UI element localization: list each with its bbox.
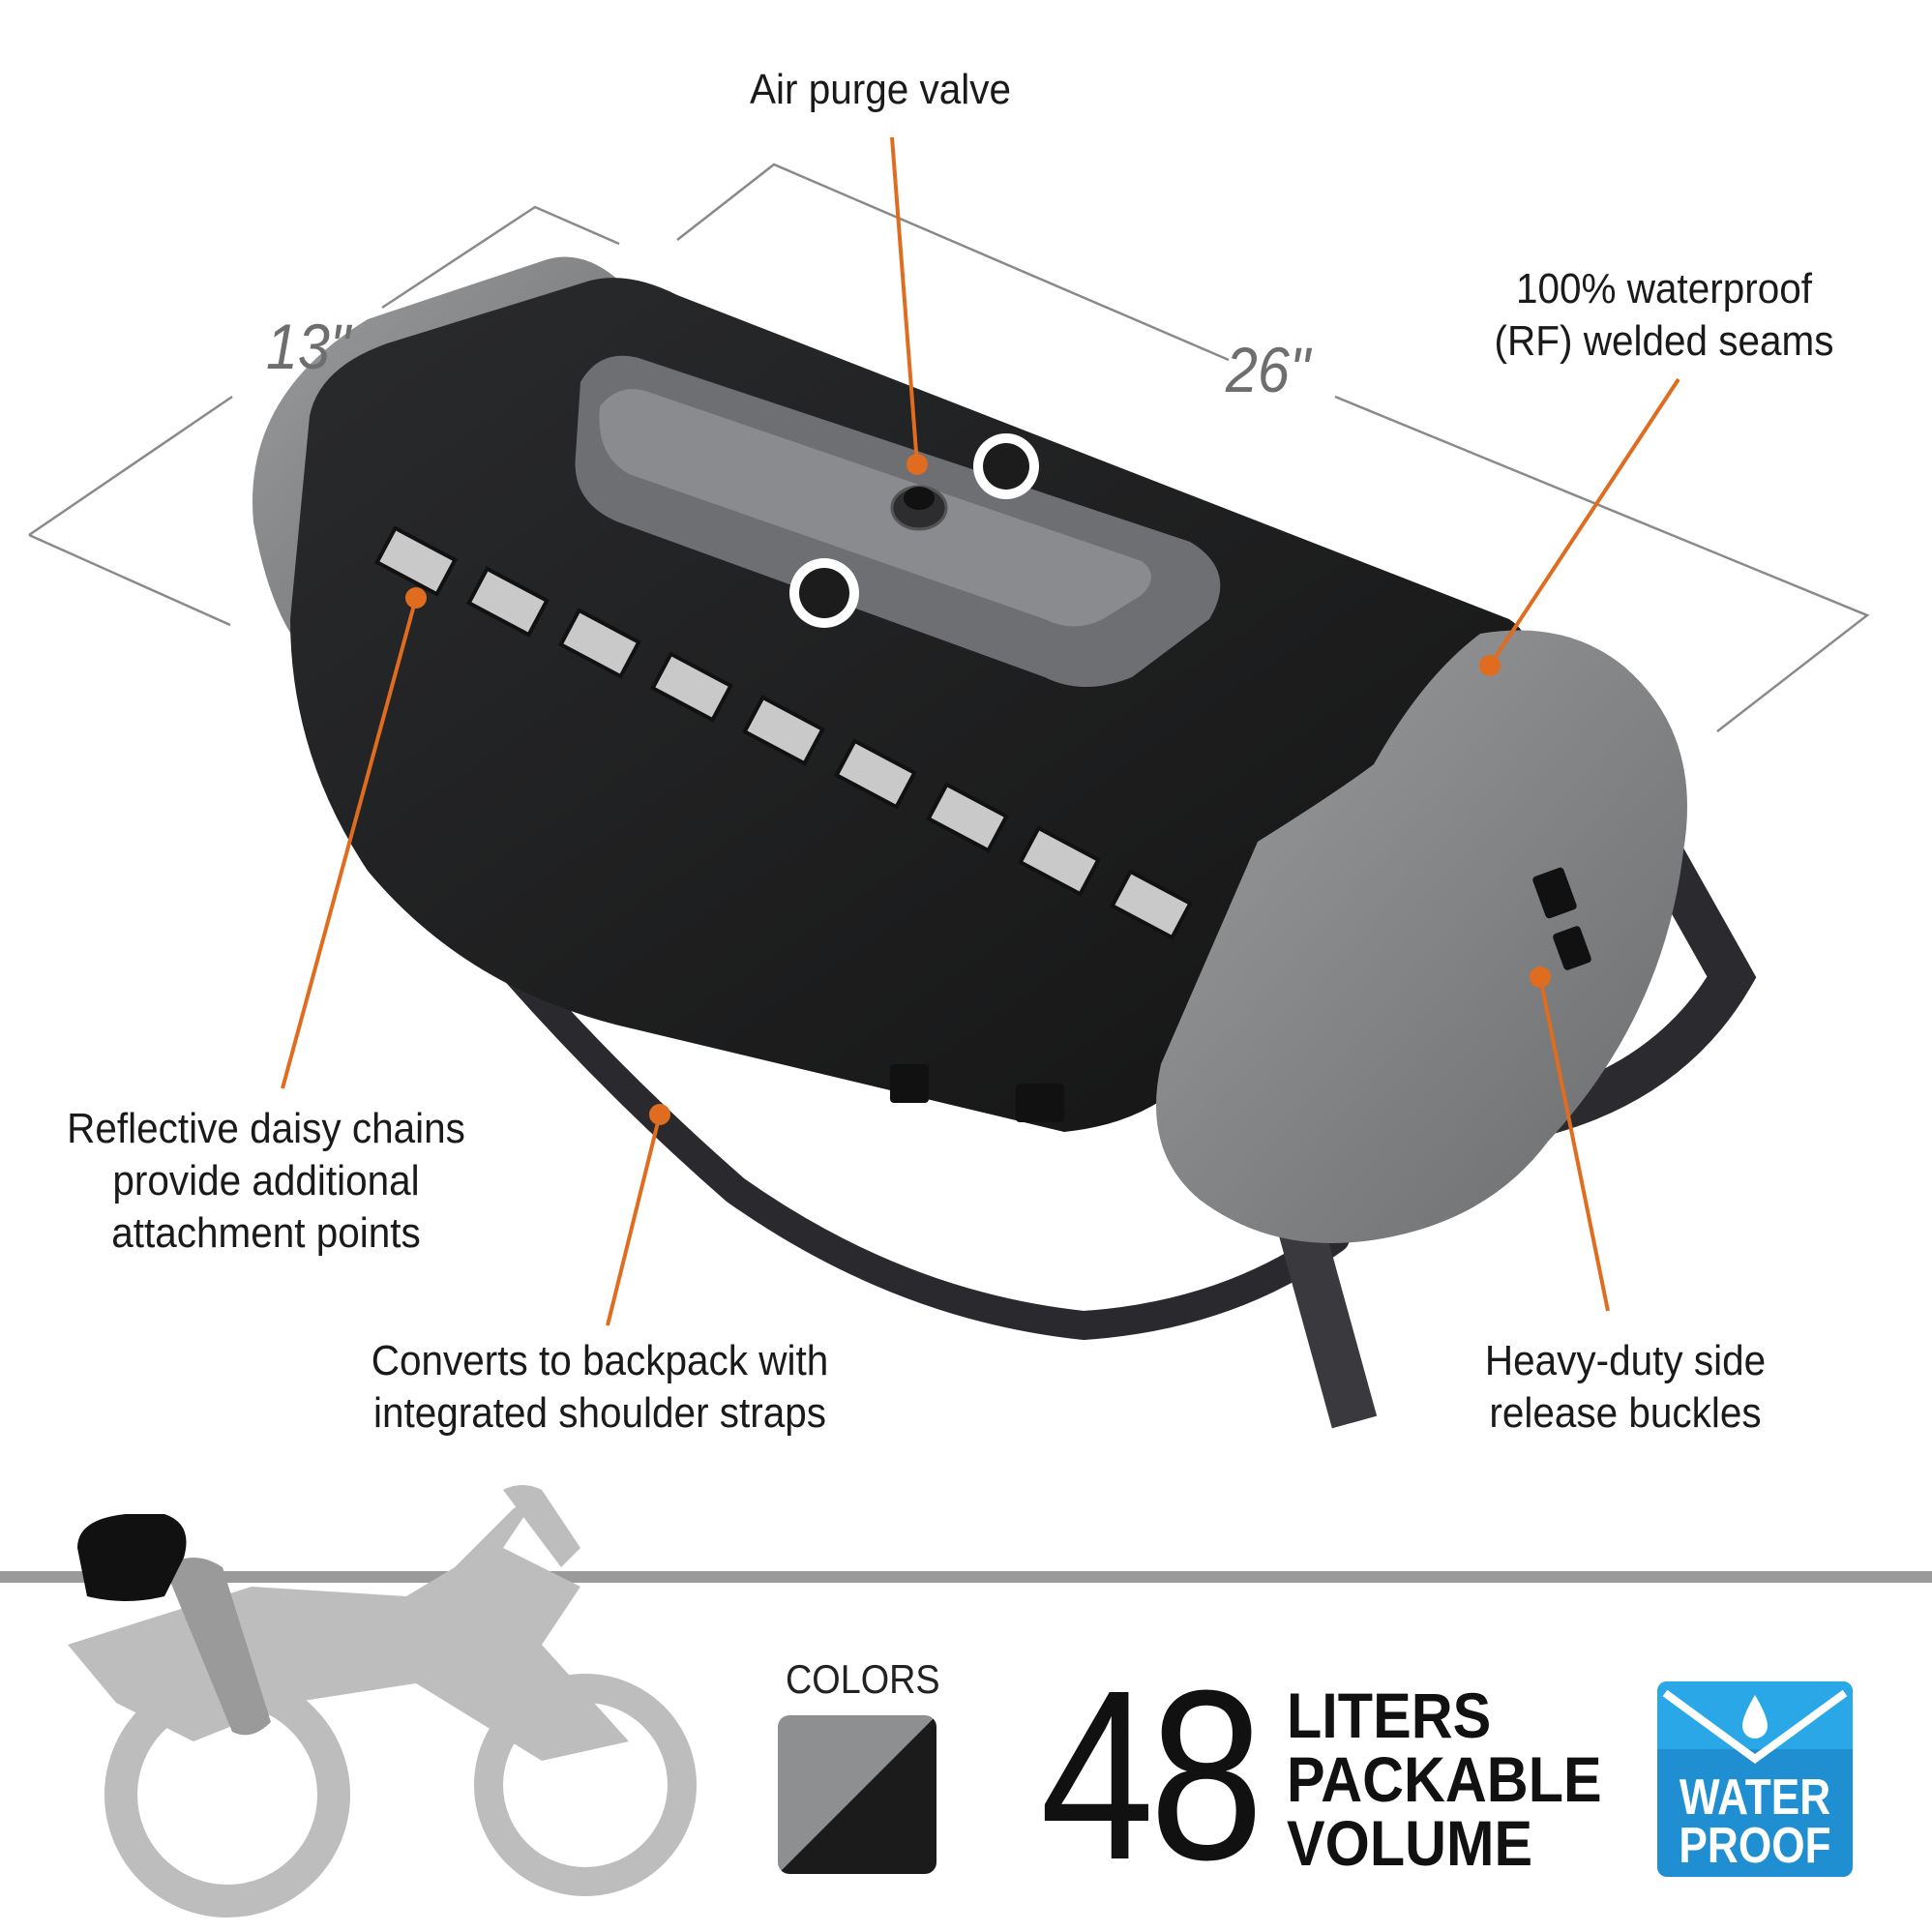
callout-backpack: Converts to backpack with integrated sho…: [360, 1335, 841, 1440]
badge-line: PROOF: [1679, 1818, 1831, 1874]
length-dimension-label: 26": [1225, 334, 1311, 405]
callout-buckles: Heavy-duty side release buckles: [1447, 1335, 1803, 1440]
waterproof-badge: WATER PROOF: [1657, 1681, 1853, 1877]
depth-dimension-label: 13": [265, 311, 351, 382]
callout-line: provide additional: [112, 1157, 420, 1204]
shoulder-strap: [440, 885, 1350, 1341]
colors-label: COLORS: [786, 1656, 940, 1702]
callout-line: Reflective daisy chains: [67, 1105, 465, 1152]
motorcycle-silhouette: [68, 1485, 697, 1917]
callout-line: attachment points: [111, 1209, 421, 1257]
callout-line: (RF) welded seams: [1494, 317, 1834, 365]
callout-line: integrated shoulder straps: [372, 1389, 827, 1437]
volume-label: LITERS PACKABLE VOLUME: [1287, 1683, 1602, 1875]
callout-welded-seams: 100% waterproof (RF) welded seams: [1477, 263, 1851, 368]
color-swatch: [778, 1715, 936, 1874]
volume-label-line: VOLUME: [1287, 1807, 1533, 1879]
volume-label-line: PACKABLE: [1287, 1743, 1602, 1815]
badge-line: WATER: [1679, 1769, 1831, 1826]
reflective-daisy-chain: [374, 525, 1193, 940]
dimension-lines: [28, 163, 1870, 732]
brand-logo-icon: [789, 433, 1039, 628]
callout-air-purge-valve: Air purge valve: [694, 64, 1067, 116]
dry-bag: [252, 256, 1687, 1243]
volume-number: 48: [1040, 1640, 1263, 1910]
callout-leaders: [281, 136, 1680, 1326]
callout-daisy-chains: Reflective daisy chains provide addition…: [57, 1103, 475, 1260]
buckle-icon: [890, 867, 1591, 1122]
callout-line: release buckles: [1489, 1389, 1762, 1437]
water-drop-icon: [1742, 1695, 1768, 1739]
callout-line: Air purge valve: [749, 66, 1011, 113]
volume-label-line: LITERS: [1287, 1679, 1492, 1751]
callout-line: Heavy-duty side: [1484, 1337, 1767, 1384]
callout-line: 100% waterproof: [1515, 265, 1813, 312]
callout-line: Converts to backpack with: [371, 1337, 829, 1384]
